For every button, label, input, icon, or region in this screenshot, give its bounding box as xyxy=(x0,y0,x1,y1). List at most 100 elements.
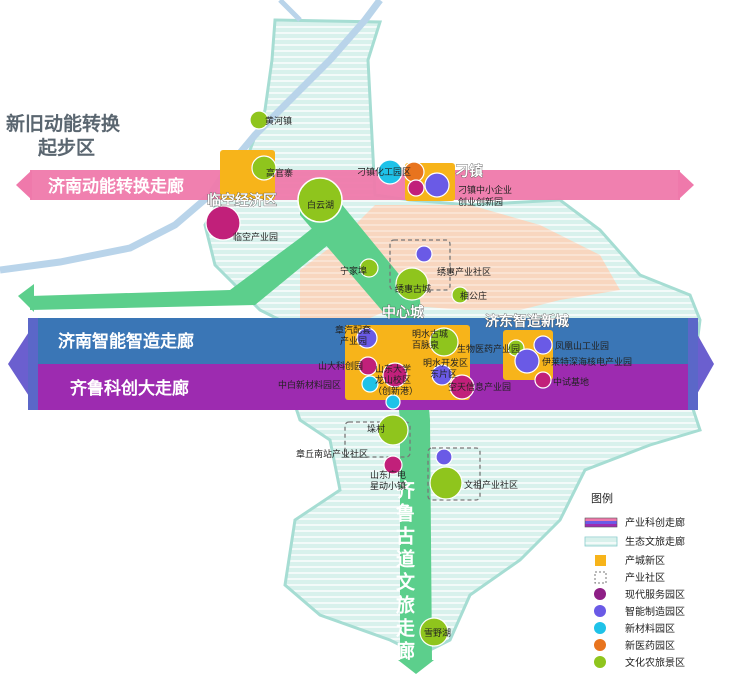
eco-corridor-arrow-down xyxy=(398,660,434,674)
svg-text:智能制造园区: 智能制造园区 xyxy=(625,605,685,618)
label-xiuhui-comm: 绣惠产业社区 xyxy=(437,266,491,278)
svg-text:生态文旅走廊: 生态文旅走廊 xyxy=(625,535,685,548)
label-mingshui-dev2: 东片区 xyxy=(430,368,457,380)
community-zhangqiu-south xyxy=(344,421,411,458)
label-mingshui-dev1: 明水开发区 xyxy=(423,357,468,369)
park-diao-sme1 xyxy=(424,172,450,198)
label-lanzi: 垛村 xyxy=(367,423,385,435)
district-linkong-label: 临空经济区 xyxy=(207,192,277,209)
legend-item-medicine: 新医药园区 xyxy=(594,639,675,652)
svg-text:现代服务园区: 现代服务园区 xyxy=(625,588,685,601)
label-xueye: 雪野湖 xyxy=(424,628,451,639)
park-xueye xyxy=(419,617,449,647)
svg-text:文化农旅景区: 文化农旅景区 xyxy=(625,656,685,669)
park-wenzu-1 xyxy=(435,448,453,466)
park-guangdian xyxy=(383,455,403,475)
svg-text:齐鲁古道文旅走廊: 齐鲁古道文旅走廊 xyxy=(393,479,416,664)
park-lanzi xyxy=(377,414,409,446)
community-xiuhui xyxy=(389,239,451,291)
label-zhongshi: 中试基地 xyxy=(553,376,589,388)
legend-item-corridor-multi: 产业科创走廊 xyxy=(584,516,685,529)
energy-corridor xyxy=(30,170,680,200)
energy-corridor-label: 济南动能转换走廊 xyxy=(48,176,184,197)
label-guangdian1: 山东广电 xyxy=(370,469,406,481)
legend-title: 图例 xyxy=(591,491,613,505)
park-linkong xyxy=(205,205,241,241)
park-baiyun xyxy=(297,177,343,223)
label-sdu-long3: （创新港） xyxy=(373,385,418,397)
label-biomed: 生物医药产业园 xyxy=(457,343,520,355)
label-sdu-long1: 山东大学 xyxy=(375,363,411,375)
label-baiyun: 白云湖 xyxy=(307,199,334,211)
svg-text:产城新区: 产城新区 xyxy=(625,554,665,567)
eco-corridor-arm xyxy=(30,222,345,310)
community-wenzu xyxy=(427,447,481,501)
park-zhongshi xyxy=(534,371,552,389)
river-branch xyxy=(278,0,302,22)
svg-text:新医药园区: 新医药园区 xyxy=(625,639,675,652)
label-diao-sme2: 创业创新园 xyxy=(458,196,503,208)
legend-item-material: 新材料园区 xyxy=(594,622,675,635)
legend-item-service: 现代服务园区 xyxy=(594,588,685,601)
legend-item-smart: 智能制造园区 xyxy=(594,605,685,618)
side-title-line2: 起步区 xyxy=(37,137,95,159)
svg-text:产业科创走廊: 产业科创走廊 xyxy=(625,516,685,529)
legend-item-corridor-eco: 生态文旅走廊 xyxy=(584,535,685,548)
label-xiangong: 相公庄 xyxy=(460,290,487,302)
park-ningjia xyxy=(359,258,379,278)
smart-corridor-label: 济南智能智造走廊 xyxy=(58,331,194,352)
park-wenzu-2 xyxy=(429,466,463,500)
label-yilian: 伊莱特深海核电产业园 xyxy=(542,356,632,368)
park-zhongbai xyxy=(361,375,379,393)
park-mingshui-old xyxy=(429,327,459,357)
label-ningjia: 宁家埠 xyxy=(340,265,367,277)
park-fenghuang xyxy=(533,335,553,355)
label-zhangqiu-south: 章丘南站产业社区 xyxy=(296,448,368,460)
eco-corridor-arrow-left xyxy=(18,284,34,312)
culture-corridor-label: 齐鲁古道文旅走廊 xyxy=(393,479,416,664)
district-center-label: 中心城 xyxy=(382,304,424,321)
park-huanghe xyxy=(249,110,269,130)
label-aerospace: 空天信息产业园 xyxy=(448,381,511,393)
park-sdu-1 xyxy=(358,356,378,376)
svg-text:产业社区: 产业社区 xyxy=(625,571,665,584)
park-aerospace xyxy=(449,374,475,400)
label-diao-chem: 刁镇化工园区 xyxy=(357,166,411,178)
svg-text:新材料园区: 新材料园区 xyxy=(625,622,675,635)
park-xiuhui-old xyxy=(395,267,429,301)
district-jidong-label: 济东智造新城 xyxy=(485,313,569,330)
park-xiangong xyxy=(451,286,469,304)
label-gaoguan: 高官寨 xyxy=(266,167,293,179)
eco-corridor-trunk xyxy=(300,190,432,660)
label-zhongbai: 中白新材料园区 xyxy=(278,379,341,391)
legend: 图例 产业科创走廊 生态文旅走廊 产城新区 产业社区 现代服务园区 智能制造园区 xyxy=(584,491,685,669)
label-fenghuang: 凤凰山工业园 xyxy=(555,341,609,352)
label-mingshui-old2: 百脉泉 xyxy=(412,339,439,351)
park-xiuhui-1 xyxy=(415,245,433,263)
park-markers xyxy=(205,110,553,647)
label-xiuhui-old: 绣惠古城 xyxy=(395,283,431,295)
park-auto xyxy=(356,327,378,349)
tech-corridor-label: 齐鲁科创大走廊 xyxy=(70,378,189,399)
label-huanghe: 黄河镇 xyxy=(265,115,292,127)
side-title-line1: 新旧动能转换 xyxy=(6,112,121,135)
legend-item-agri: 文化农旅景区 xyxy=(594,656,685,669)
label-sdu-park: 山大科创园 xyxy=(318,360,363,372)
label-mingshui-old1: 明水古城 xyxy=(412,328,448,340)
label-linkong-park: 临空产业园 xyxy=(233,231,278,243)
park-mingshui-dev xyxy=(431,364,453,386)
district-diaozhen-label: 刁镇 xyxy=(455,163,483,180)
label-wenzu: 文祖产业社区 xyxy=(464,479,518,491)
energy-arrow-right xyxy=(678,170,694,200)
park-sdu-long xyxy=(382,362,408,388)
legend-item-district: 产城新区 xyxy=(595,554,665,567)
legend-item-community: 产业社区 xyxy=(594,571,665,584)
park-material-small xyxy=(385,394,401,410)
label-diao-sme1: 刁镇中小企业 xyxy=(458,184,512,196)
park-diao-sme2 xyxy=(407,179,425,197)
label-sdu-long2: 龙山校区 xyxy=(375,374,411,386)
label-guangdian2: 星动小镇 xyxy=(370,480,406,492)
park-gaoguan xyxy=(251,155,277,181)
label-auto2: 产业园 xyxy=(340,335,367,347)
